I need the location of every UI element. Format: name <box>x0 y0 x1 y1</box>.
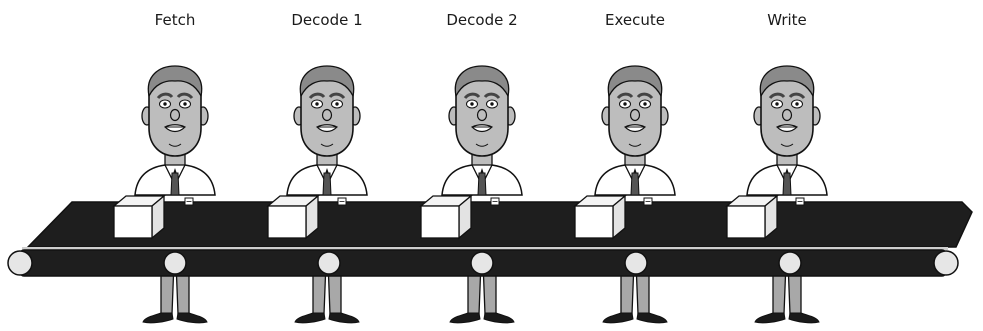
roller-1 <box>7 250 33 276</box>
roller-6 <box>778 251 802 275</box>
worker-fetch <box>133 64 217 197</box>
package-fetch <box>113 195 165 239</box>
package-decode-2 <box>420 195 472 239</box>
tag-icon <box>795 197 805 206</box>
roller-2 <box>163 251 187 275</box>
belt-edge <box>22 247 948 250</box>
workers-upper <box>133 64 829 197</box>
rollers <box>7 250 959 276</box>
worker-execute <box>593 64 677 197</box>
stage-label-decode-1: Decode 1 <box>291 11 362 29</box>
tag-icon <box>337 197 347 206</box>
stage-label-fetch: Fetch <box>155 11 196 29</box>
stage-label-write: Write <box>767 11 807 29</box>
package-decode-1 <box>267 195 319 239</box>
roller-5 <box>624 251 648 275</box>
package-write <box>726 195 778 239</box>
roller-3 <box>317 251 341 275</box>
stage-label-decode-2: Decode 2 <box>446 11 517 29</box>
tag-icon <box>643 197 653 206</box>
belt-top-surface <box>26 201 973 248</box>
roller-7 <box>933 250 959 276</box>
stage-labels: Fetch Decode 1 Decode 2 Execute Write <box>155 11 807 29</box>
worker-decode-2 <box>440 64 524 197</box>
roller-4 <box>470 251 494 275</box>
stage-label-execute: Execute <box>605 11 665 29</box>
worker-write <box>745 64 829 197</box>
tag-icon <box>184 197 194 206</box>
tag-icon <box>490 197 500 206</box>
package-execute <box>574 195 626 239</box>
worker-decode-1 <box>285 64 369 197</box>
